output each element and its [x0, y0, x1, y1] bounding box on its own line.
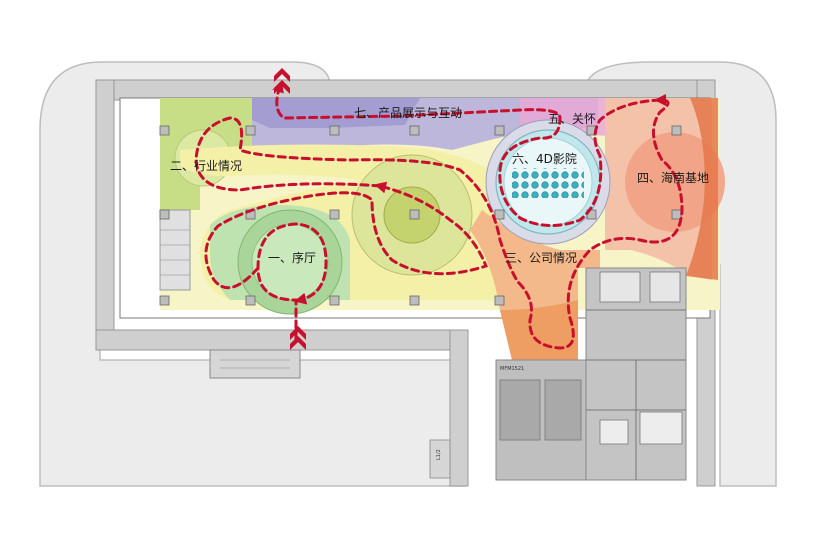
label-industry: 二、行业情况 [170, 159, 242, 173]
label-company: 三、公司情况 [505, 251, 577, 265]
door-code: MFM1521 [500, 366, 524, 372]
entrance-chevron-icon [290, 326, 306, 350]
visitor-route [194, 80, 684, 350]
stair-code: L1/2 [436, 449, 442, 460]
exit-chevron-icon [274, 68, 290, 94]
label-hainan-base: 四、海南基地 [637, 170, 709, 185]
label-care: 五、关怀 [548, 112, 596, 126]
zone-cinema [485, 119, 611, 245]
label-cinema: 六、4D影院 [512, 152, 577, 166]
label-products: 七、产品展示与互动 [354, 106, 462, 120]
label-lobby: 一、序厅 [268, 250, 316, 265]
service-rooms: MFM1521 [495, 267, 687, 481]
structural-columns [159, 125, 682, 306]
